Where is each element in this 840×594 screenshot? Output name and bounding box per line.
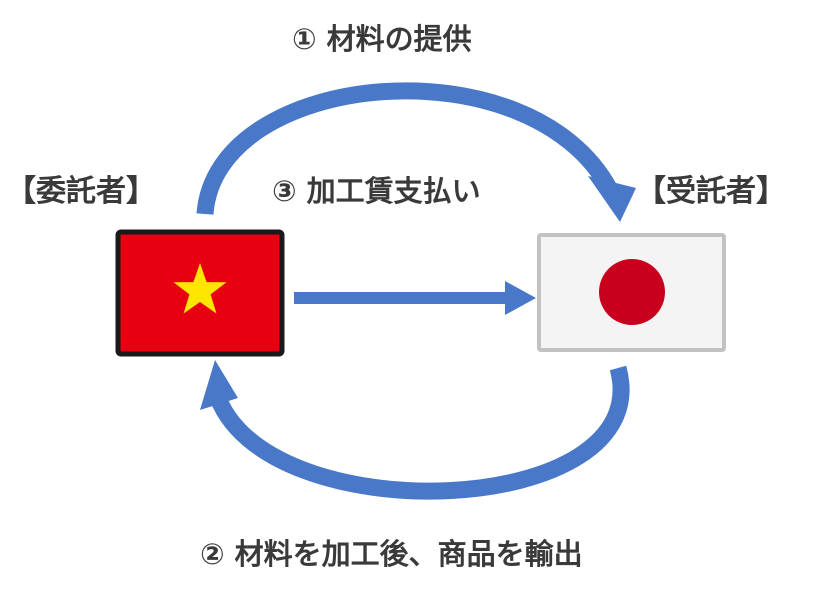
contractor-label: 【受託者】 — [636, 174, 786, 209]
step3-label: ③ 加工賃支払い — [272, 174, 481, 208]
japan-flag — [537, 233, 726, 352]
star-icon — [173, 263, 227, 314]
payment-arrow — [294, 281, 536, 315]
consignor-label: 【委託者】 — [6, 174, 156, 209]
supply-arrow — [196, 82, 636, 222]
step1-label: ① 材料の提供 — [292, 22, 472, 56]
sun-disc-icon — [599, 259, 665, 325]
export-arrow — [200, 360, 630, 500]
vietnam-flag — [115, 229, 285, 357]
step2-label: ② 材料を加工後、商品を輸出 — [200, 537, 583, 571]
